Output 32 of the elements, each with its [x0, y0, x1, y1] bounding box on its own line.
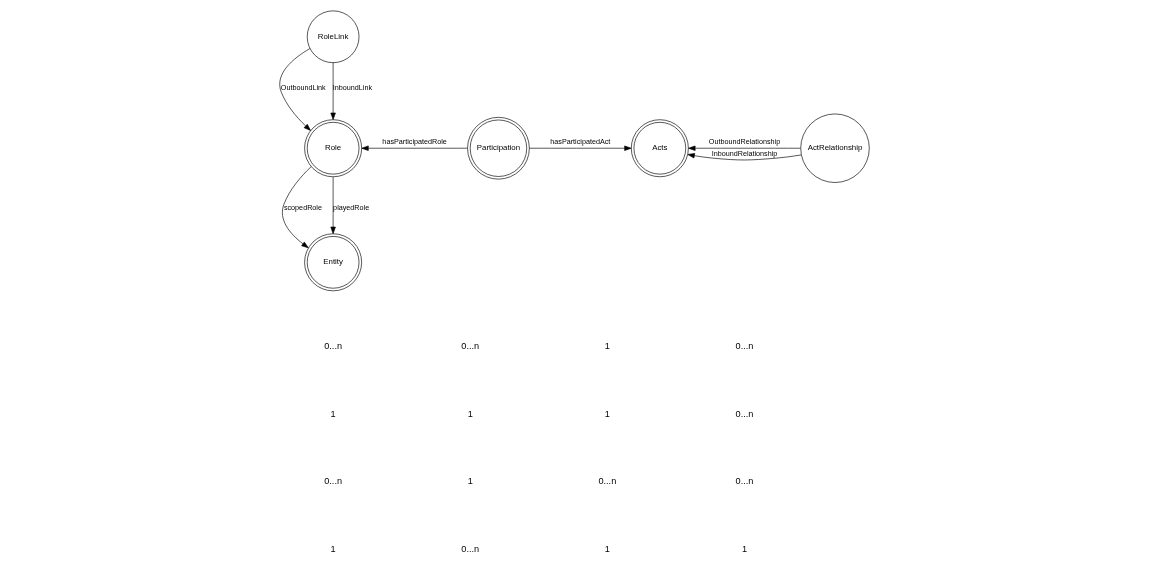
- edge-label: scopedRole: [283, 203, 322, 213]
- label: 0...n: [735, 341, 754, 352]
- arrow: [688, 145, 801, 151]
- arrow: [529, 145, 632, 151]
- edge-label: playedRole: [333, 203, 370, 213]
- arrow: [330, 176, 336, 234]
- label: 0...n: [735, 476, 754, 487]
- label: 0...n: [461, 543, 480, 554]
- label: 0...n: [735, 408, 754, 419]
- edge-label: OutboundRelationship: [708, 137, 781, 147]
- edge-label: hasParticipatedRole: [382, 137, 447, 147]
- label: 0...n: [324, 341, 343, 352]
- edge-label: hasParticipatedAct: [550, 137, 611, 147]
- label: 0...n: [598, 476, 617, 487]
- edge-label: InboundLink: [332, 83, 373, 93]
- label: 0...n: [461, 341, 480, 352]
- label: 1: [467, 476, 473, 487]
- label: 1: [467, 408, 473, 419]
- edge-label: OutboundLink: [280, 83, 326, 93]
- edge-label: InboundRelationship: [711, 148, 778, 158]
- label: 1: [604, 408, 610, 419]
- arrow: [330, 62, 336, 120]
- label: 0...n: [324, 476, 343, 487]
- arrow: [687, 153, 802, 161]
- arrow: [361, 145, 468, 151]
- arrow: [279, 48, 311, 131]
- label: 1: [330, 543, 336, 554]
- arrow: [282, 166, 312, 249]
- label: 1: [330, 408, 336, 419]
- label: 1: [604, 341, 610, 352]
- label: 1: [741, 543, 748, 554]
- label: 1: [604, 543, 610, 554]
